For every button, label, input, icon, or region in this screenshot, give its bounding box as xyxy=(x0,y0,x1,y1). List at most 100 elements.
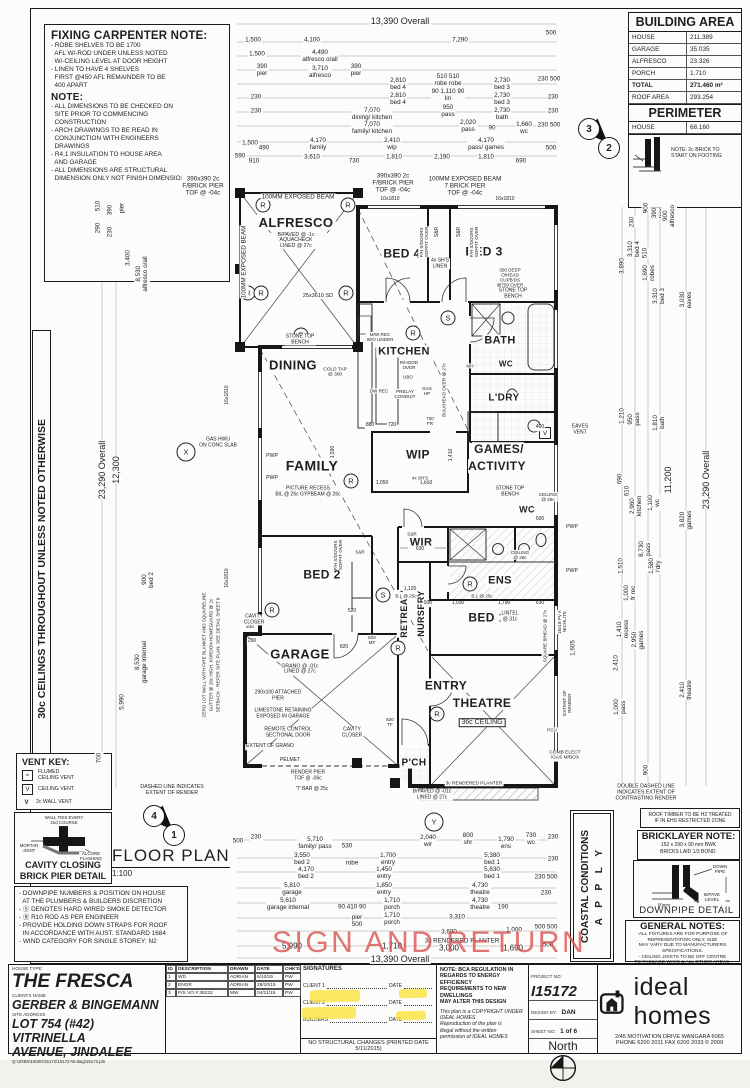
dimension-label: 230 xyxy=(546,855,560,863)
plan-annotation: S&R xyxy=(456,226,464,238)
dimension-label: 3c RENDERED PLANTER xyxy=(423,937,501,945)
fixing-note-line: - R4.1 INSULATION TO HOUSE AREA xyxy=(51,151,162,158)
room-name: WC xyxy=(517,504,537,515)
dimension-label: 7,070 family/ kitchen xyxy=(351,120,393,136)
dimension-label: 4,170 pass/ games xyxy=(467,136,505,152)
dimension-label: 1,605 xyxy=(568,640,578,656)
dimension-label: 1,850 entry xyxy=(375,881,393,897)
design-by: DAN xyxy=(561,1009,576,1016)
dimension-label: 3,890 xyxy=(617,258,627,274)
area-value: 23.326 xyxy=(690,58,710,65)
dimension-label: 8,730 pass xyxy=(636,541,654,557)
plan-annotation: B/PAVED @ -01c LINED @ 27c xyxy=(411,788,453,801)
dimension-label: 1,710 xyxy=(380,941,404,952)
client-label: CLIENTS NAME xyxy=(12,993,46,998)
dimension-label: 1,050 xyxy=(374,480,390,487)
signature-label: CLIENT 1 xyxy=(303,983,325,989)
highlighter-mark xyxy=(309,989,361,1003)
plan-annotation: COMB ELECT /GAS M/BOX xyxy=(548,750,582,762)
plan-annotation: MH xyxy=(465,363,475,369)
plan-annotation: CAVITY CLOSER xyxy=(340,726,364,739)
general-notes-title: GENERAL NOTES: xyxy=(640,921,725,932)
fixing-note-line: FIRST @450 AFL REMAINDER TO BE xyxy=(51,74,166,81)
revision-cell: ADRIAN xyxy=(228,981,255,989)
plan-annotation: 390x390 2c F/BRICK PIER TOF @ -04c xyxy=(181,175,225,197)
area-value: 271.460 m² xyxy=(690,82,723,89)
room-label: WIR xyxy=(407,534,435,551)
dimension-label: 8,530 alfresco o/all xyxy=(133,256,151,292)
dimension-label: 730 wc xyxy=(524,831,538,847)
site-note-line: AT THE PLUMBERS & BUILDERS DISCRETION xyxy=(19,898,163,905)
floor-plan-scale: 1:100 xyxy=(112,869,133,878)
dimension-label: 910 xyxy=(247,157,261,165)
fixing-note-line: - ALL DIMENSIONS ARE STRUCTURAL xyxy=(51,167,168,174)
dimension-label: 1,810 xyxy=(477,153,495,161)
dimension-label: 230 xyxy=(249,833,263,841)
dimension-label: 950 pass xyxy=(440,103,456,119)
vent-icon: V xyxy=(22,784,33,796)
plan-annotation: 100MM EXPOSED BEAM xyxy=(239,225,249,299)
plan-annotation: 100MM EXPOSED BEAM xyxy=(260,193,336,201)
date-label: DATE xyxy=(389,1017,402,1023)
date-label: DATE xyxy=(389,983,402,989)
title-block-house-info: HOUSE TYPE: THE FRESCA CLIENTS NAME GERB… xyxy=(9,965,166,1064)
dimension-label: 230 xyxy=(249,93,263,101)
dimension-label: 3,610 xyxy=(303,153,321,161)
plan-annotation: 4x SH'S xyxy=(410,475,430,481)
fixing-note-line: DRAWINGS xyxy=(51,143,90,150)
plan-annotation: 350 DEEP O/HEAD CUPB'DS @750 OVER xyxy=(495,267,525,289)
project-panel: PROJECT NO: I15172 DESIGN BY: DAN SHEET … xyxy=(529,965,598,1082)
signatures-title: SIGNATURES xyxy=(303,966,342,972)
room-name: KITCHEN xyxy=(376,345,432,358)
plan-annotation: STONE TOP BENCH xyxy=(494,485,526,498)
revision-cell: 2 xyxy=(166,981,176,989)
rod-marker: R xyxy=(462,576,478,592)
dimension-label: 1,810 xyxy=(385,153,403,161)
coastal-line2: A P P L Y xyxy=(593,846,605,926)
plan-annotation: R/HOOD OVER xyxy=(398,359,420,371)
room-label: ENTRY xyxy=(422,678,470,695)
dimension-label: 3,000 xyxy=(437,943,461,954)
dimension-label: 23,290 Overall xyxy=(699,450,713,510)
dimension-label: 230 xyxy=(546,93,560,101)
room-label: GAMES/ ACTIVITY xyxy=(468,441,528,475)
dimension-label: 2,810 bed 4 xyxy=(389,76,407,92)
dimension-label: 630 xyxy=(414,546,426,553)
fixing-note-line: DIMENSION ONLY NOT FINISH DIMENSION xyxy=(51,175,186,182)
vent-label: FLUMED CEILING VENT xyxy=(38,769,75,781)
dimension-label: 230 xyxy=(546,107,560,115)
sign-and-return-stamp: SIGN AND RETURN xyxy=(272,926,587,959)
plan-annotation: 10x1810 xyxy=(379,196,401,203)
dimension-label: 1,030 xyxy=(450,600,466,607)
dimension-label: 1,810 bath xyxy=(650,415,668,431)
area-value: 293.254 xyxy=(690,94,714,101)
house-type: THE FRESCA xyxy=(12,971,134,992)
client-name: GERBER & BINGEMANN xyxy=(12,998,159,1012)
plan-annotation: 820 TF xyxy=(385,716,395,728)
room-label: FAMILY xyxy=(283,457,341,476)
dimension-label: 5,610 garage internal xyxy=(265,896,311,912)
revision-cell: PW xyxy=(283,989,301,997)
revision-cell: P/S VO # 36222 xyxy=(176,989,228,997)
dimension-label: 1,650 xyxy=(418,480,434,487)
plan-annotation: PELMET xyxy=(278,757,302,764)
revision-cell: MW xyxy=(228,989,255,997)
copyright-note: This plan is a COPYRIGHT UNDER IDEAL HOM… xyxy=(440,1008,523,1040)
room-name: L'DRY xyxy=(486,392,522,404)
plan-annotation: PWP xyxy=(565,568,579,575)
dimension-label: 3,820 games xyxy=(677,510,695,530)
rod-marker: R xyxy=(264,602,280,618)
rod-marker: R xyxy=(429,706,445,722)
section-number: 4 xyxy=(143,805,165,827)
dimension-label: 690 xyxy=(514,157,528,165)
ideal-homes-logo-icon xyxy=(599,990,624,1014)
footing-detail-icon xyxy=(633,137,661,172)
dimension-label: 900 xyxy=(641,764,651,776)
highlighter-mark xyxy=(395,1010,427,1021)
date-line xyxy=(404,1005,432,1006)
site-address-line1: LOT 754 (#42) VITRINELLA xyxy=(12,1017,94,1045)
